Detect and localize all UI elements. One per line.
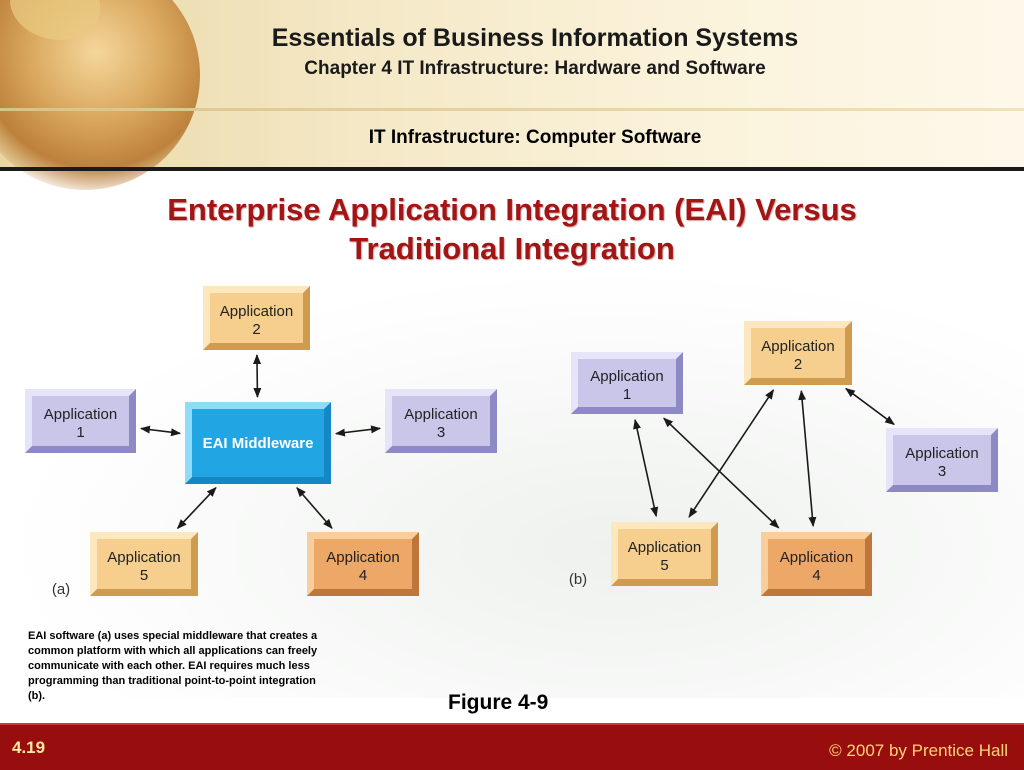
a-app5-label: Application	[107, 549, 180, 566]
figure-caption: EAI software (a) uses special middleware…	[28, 630, 318, 702]
page-number: 4.19	[12, 738, 46, 757]
b-arrow-app2-app3	[845, 387, 895, 426]
slide-title: Enterprise Application Integration (EAI)…	[0, 190, 1024, 268]
b-app1-number: 1	[623, 386, 631, 403]
a-app2-label: Application	[220, 303, 293, 320]
a-arrow-app2	[253, 353, 262, 399]
a-app4-label: Application	[326, 549, 399, 566]
a-app2-number: 2	[252, 321, 260, 338]
a-arrow-app5	[176, 486, 217, 530]
a-arrow-app1	[139, 425, 182, 437]
a-arrow-app3	[334, 425, 382, 437]
b-app4-label: Application	[780, 549, 853, 566]
slide-header: Essentials of Business Information Syste…	[0, 0, 1024, 190]
eai-diagram: EAI MiddlewareApplication1Application2Ap…	[25, 286, 497, 598]
b-app3-label: Application	[905, 445, 978, 462]
a-app1-number: 1	[76, 424, 84, 441]
b-app5-number: 5	[660, 557, 668, 574]
b-app5-label: Application	[628, 539, 701, 556]
b-app3-number: 3	[938, 463, 946, 480]
b-arrow-app2-app5	[688, 389, 775, 518]
diagram-b-label: (b)	[569, 571, 587, 588]
a-arrow-app4	[296, 487, 333, 529]
copyright-notice: © 2007 by Prentice Hall	[829, 741, 1008, 760]
a-app3-label: Application	[404, 406, 477, 423]
eai-middleware-label: EAI Middleware	[203, 435, 314, 452]
header-divider	[0, 108, 1024, 111]
section-title: IT Infrastructure: Computer Software	[368, 127, 702, 148]
a-app4-number: 4	[359, 567, 367, 584]
a-app5-number: 5	[140, 567, 148, 584]
b-arrow-app1-app5	[633, 418, 659, 518]
figure-label: Figure 4-9	[448, 691, 549, 714]
chapter-title: Chapter 4 IT Infrastructure: Hardware an…	[304, 58, 766, 79]
header-bottom-rule	[0, 167, 1024, 171]
point-to-point-diagram: Application1Application2Application3Appl…	[569, 321, 998, 596]
figure-background	[0, 268, 1024, 698]
a-app3-number: 3	[437, 424, 445, 441]
slide-title-line2: Traditional Integration	[349, 231, 675, 266]
b-app1-label: Application	[590, 368, 663, 385]
b-app2-label: Application	[761, 338, 834, 355]
eai-middleware-box: EAI Middleware	[185, 402, 331, 484]
b-app2-number: 2	[794, 356, 802, 373]
slide-title-line1: Enterprise Application Integration (EAI)…	[167, 192, 857, 227]
a-app1-label: Application	[44, 406, 117, 423]
b-arrow-app2-app4	[798, 389, 817, 528]
b-arrow-app1-app4	[663, 417, 780, 529]
footer-bar	[0, 723, 1024, 770]
b-app4-number: 4	[812, 567, 820, 584]
book-title: Essentials of Business Information Syste…	[271, 24, 799, 52]
diagram-a-label: (a)	[52, 581, 70, 598]
